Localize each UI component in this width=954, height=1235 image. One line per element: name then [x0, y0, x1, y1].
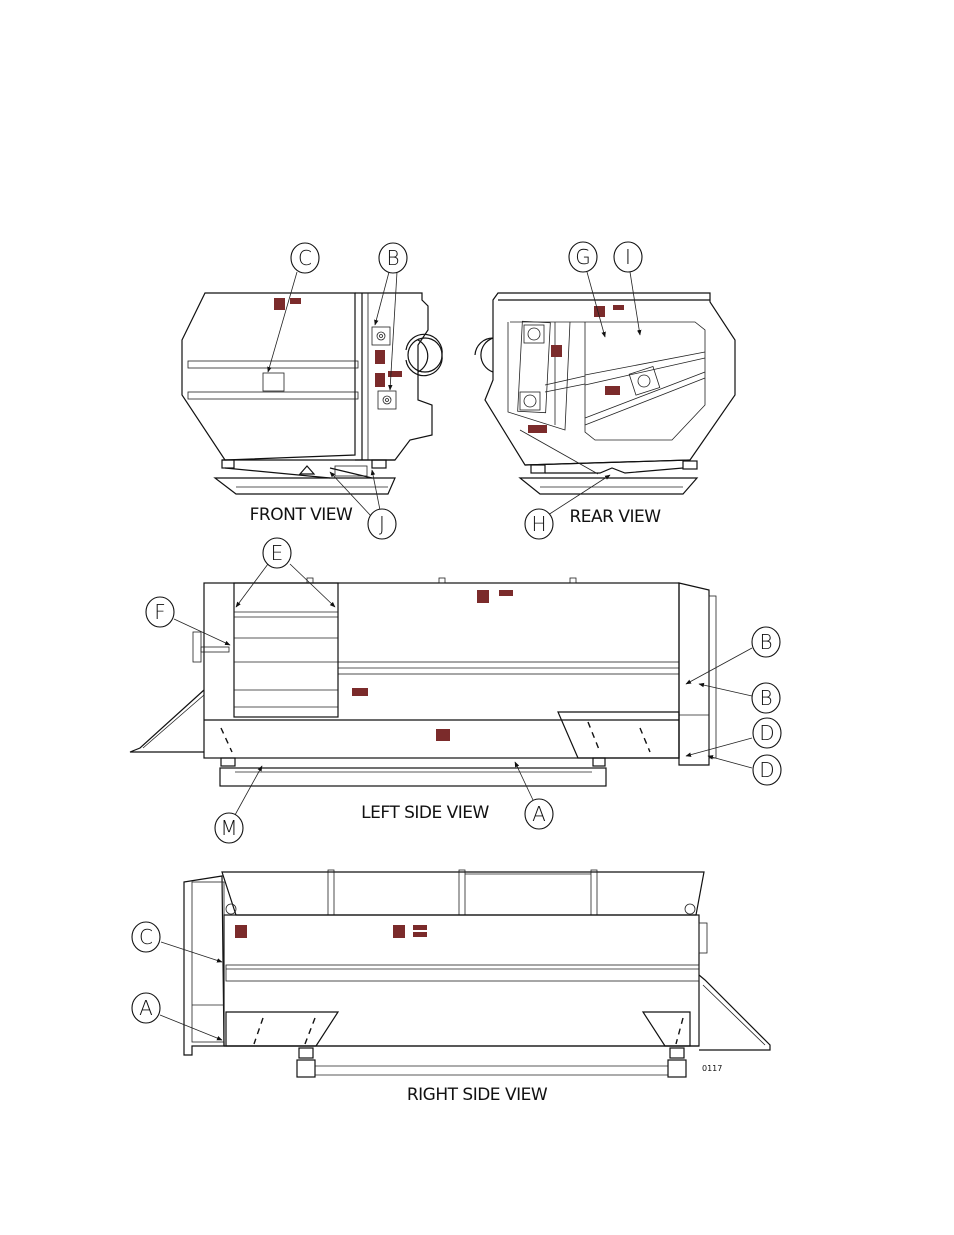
svg-text:A: A: [139, 996, 153, 1020]
safety-label: [375, 373, 385, 387]
safety-label: [551, 345, 562, 357]
safety-label: [413, 925, 427, 930]
rear-view: G I H REAR VIEW: [475, 242, 735, 539]
svg-text:M: M: [220, 816, 237, 840]
svg-text:H: H: [531, 512, 546, 536]
callout-i: I: [614, 242, 642, 335]
safety-label: [436, 729, 450, 741]
rear-view-title: REAR VIEW: [569, 507, 661, 527]
callout-d-upper: D: [686, 718, 781, 756]
safety-label: [594, 306, 605, 317]
svg-text:B: B: [386, 246, 399, 270]
safety-label: [499, 590, 513, 596]
svg-text:D: D: [759, 721, 774, 745]
left-side-view-title: LEFT SIDE VIEW: [361, 803, 489, 823]
callout-g: G: [569, 242, 605, 337]
front-view-title: FRONT VIEW: [250, 505, 353, 525]
safety-label: [352, 688, 368, 696]
callout-a: A: [132, 993, 222, 1040]
safety-label: [274, 298, 285, 310]
callout-d-lower: D: [708, 755, 781, 785]
svg-text:F: F: [154, 600, 166, 624]
svg-text:A: A: [532, 802, 546, 826]
safety-label: [528, 425, 547, 433]
left-side-view: E F B B D D M: [130, 538, 781, 843]
svg-text:J: J: [379, 512, 385, 536]
safety-label: [605, 386, 620, 395]
safety-label: [613, 305, 624, 310]
svg-text:C: C: [139, 925, 153, 949]
svg-text:G: G: [575, 245, 591, 269]
safety-label: [375, 350, 385, 364]
right-side-view-title: RIGHT SIDE VIEW: [407, 1085, 548, 1105]
callout-b: B: [375, 243, 407, 390]
safety-label: [413, 932, 427, 937]
safety-label: [393, 925, 405, 938]
callout-e: E: [236, 538, 335, 607]
callout-b-upper: B: [686, 627, 780, 684]
svg-text:I: I: [625, 245, 631, 269]
svg-text:E: E: [271, 541, 284, 565]
safety-label: [477, 590, 489, 603]
callout-f: F: [146, 597, 230, 645]
safety-label: [388, 371, 402, 377]
right-side-view: C A 0117 RIGHT SIDE VIEW: [132, 870, 770, 1105]
svg-text:D: D: [759, 758, 774, 782]
callout-c: C: [132, 922, 222, 962]
front-view: C B J FRONT VIEW: [182, 243, 442, 539]
drawing-number: 0117: [702, 1064, 722, 1073]
svg-text:B: B: [759, 686, 772, 710]
svg-text:C: C: [298, 246, 312, 270]
callout-m: M: [215, 766, 262, 843]
safety-label: [290, 298, 301, 304]
safety-label: [235, 925, 247, 938]
callout-b-lower: B: [699, 683, 780, 713]
svg-text:B: B: [759, 630, 772, 654]
